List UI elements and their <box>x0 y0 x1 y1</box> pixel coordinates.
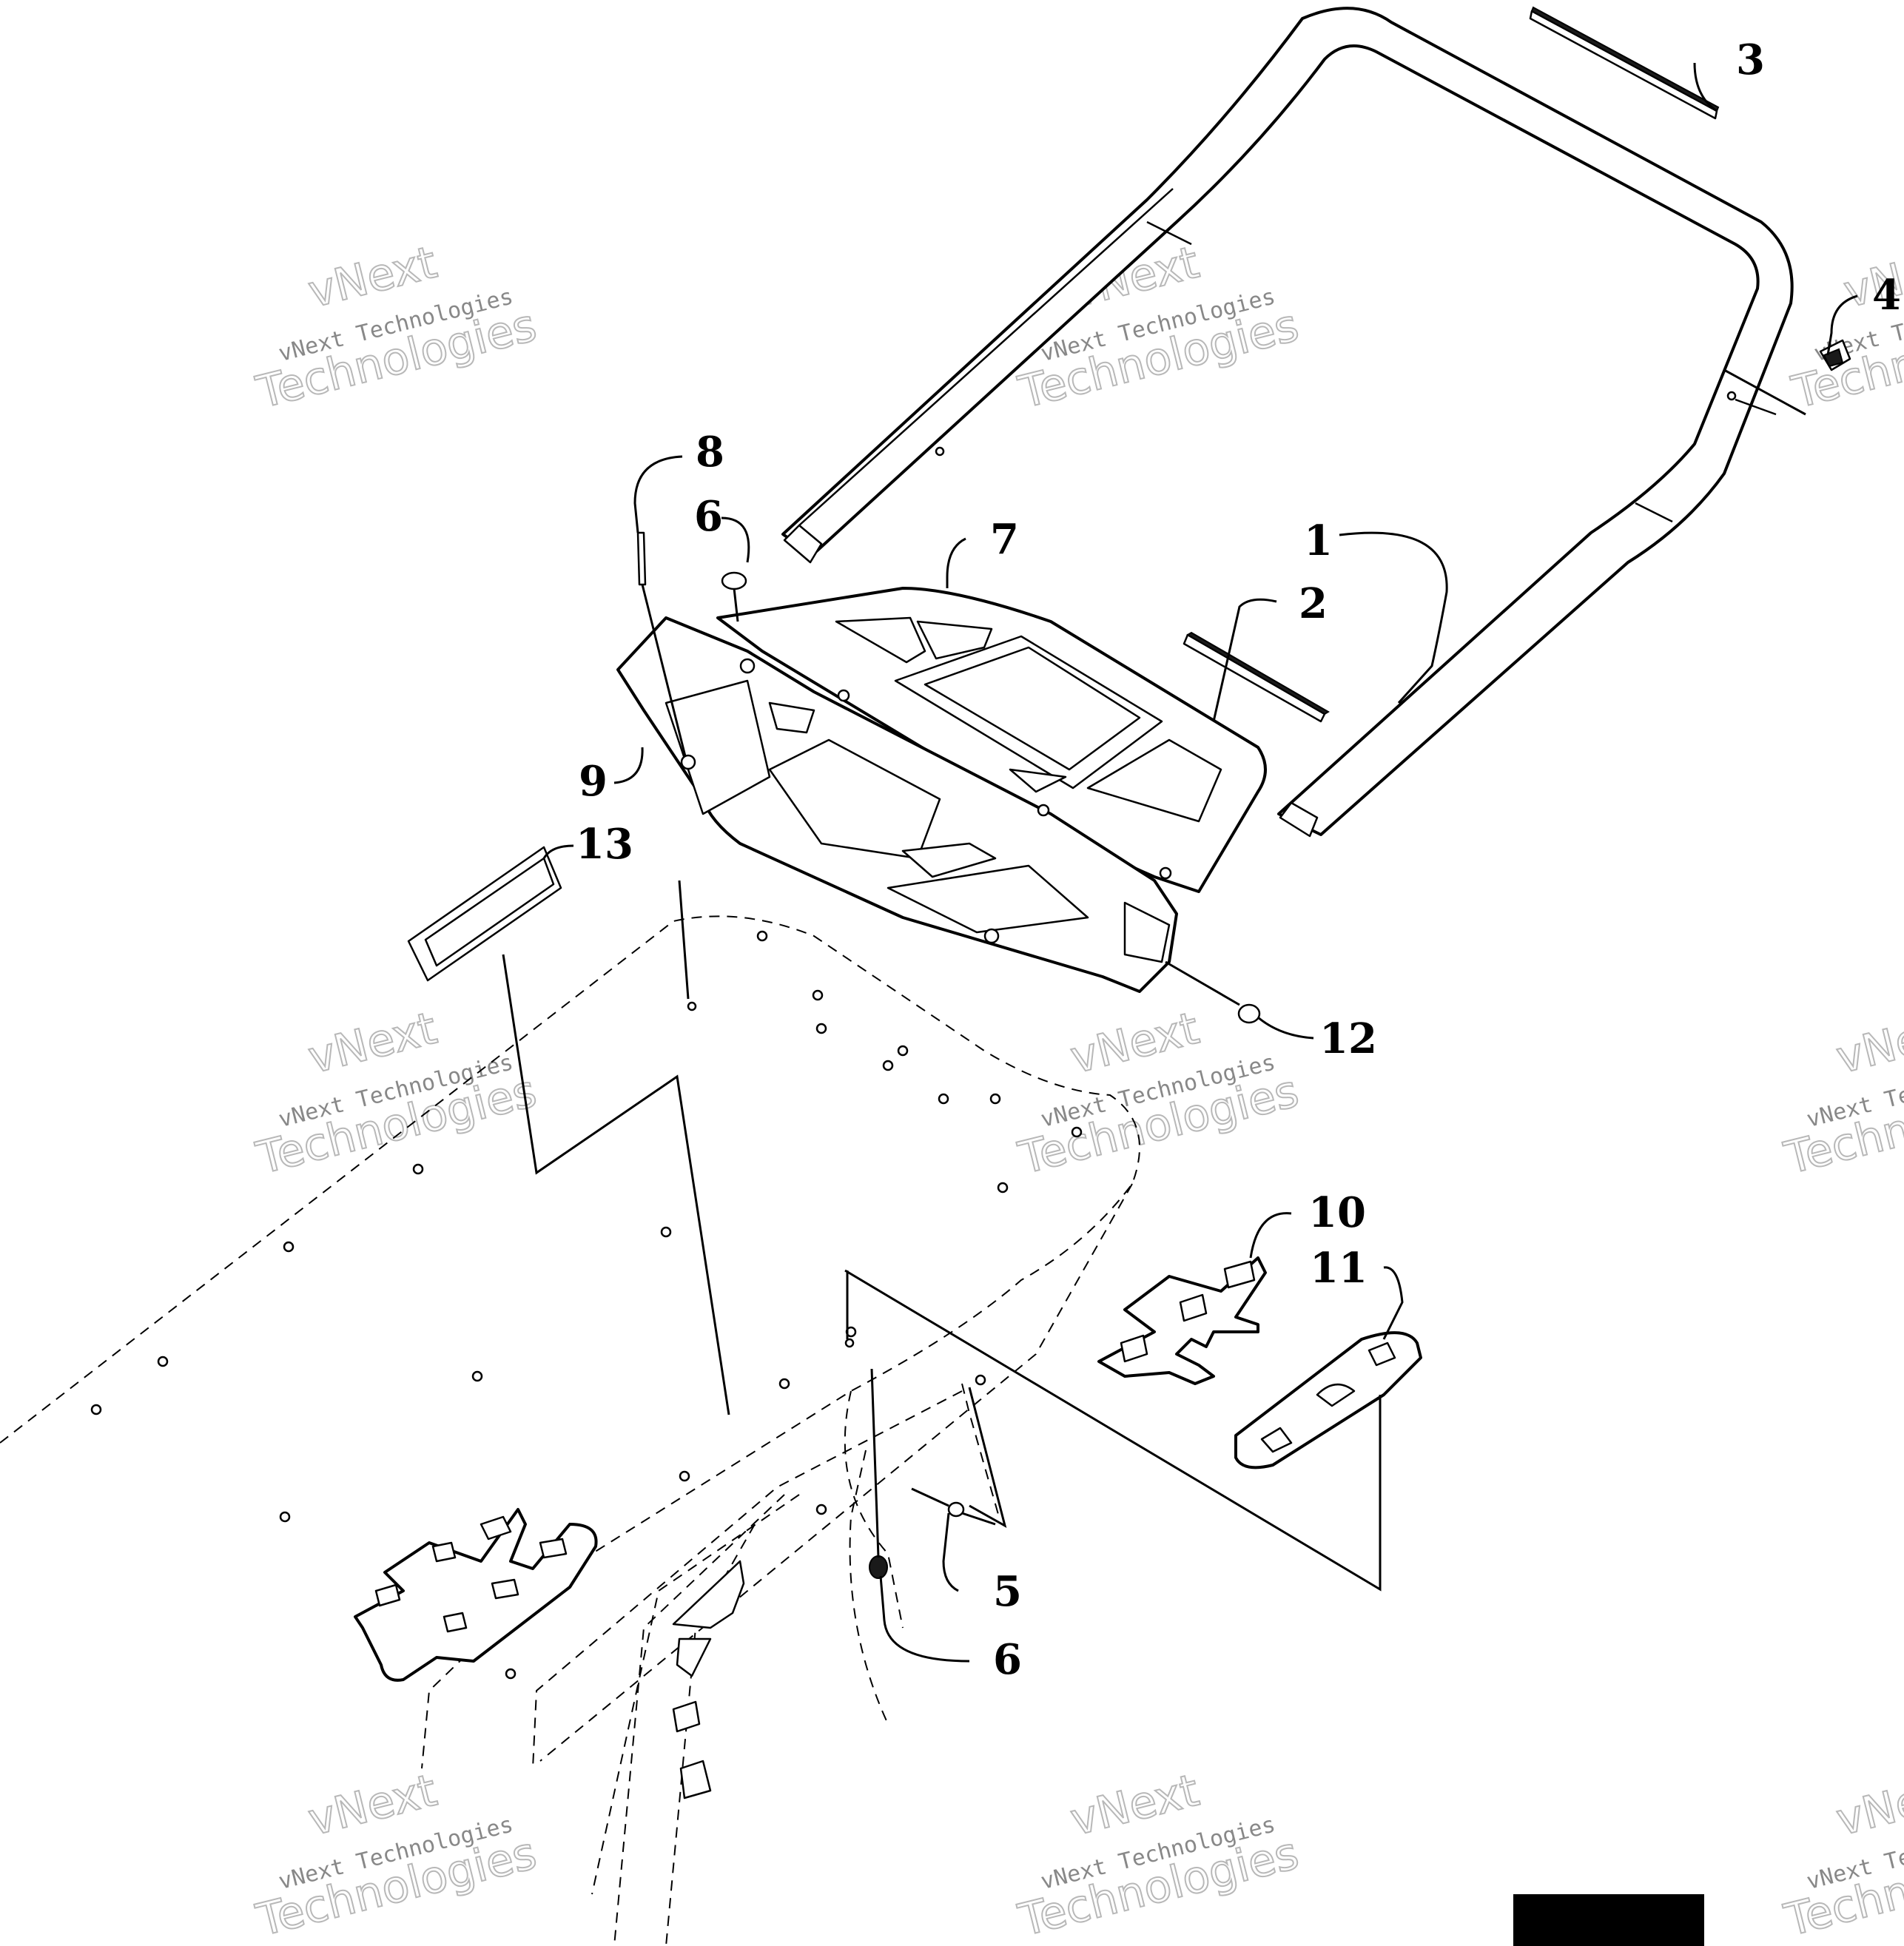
svg-text:Technologies: Technologies <box>1780 1065 1904 1185</box>
svg-text:Technologies: Technologies <box>1780 1828 1904 1946</box>
callout-6-upper: 6 <box>694 492 723 541</box>
part-6-screw-lower <box>869 1368 888 1579</box>
rear-bracket <box>672 1560 745 1799</box>
svg-text:vNext: vNext <box>1831 1765 1904 1846</box>
watermark-middle-right: vNext vNext Technologies Technologies <box>1779 1002 1904 1185</box>
part-12-screw <box>1165 960 1261 1024</box>
watermark-bottom-right: vNext vNext Technologies Technologies <box>1779 1764 1904 1946</box>
part-13-capacity-decal <box>407 846 562 982</box>
callout-5: 5 <box>993 1567 1022 1616</box>
installed-plate-and-pad <box>354 1508 598 1682</box>
watermark-middle-left: vNext vNext Technologies Technologies <box>251 1002 542 1185</box>
callout-6-lower: 6 <box>993 1635 1022 1684</box>
body-holes <box>90 930 1083 1680</box>
part-6-screw-upper <box>721 571 747 622</box>
part-7-rack <box>716 587 1267 893</box>
part-5-rivet <box>911 1487 996 1526</box>
part-2-decal <box>1183 631 1330 723</box>
watermark-top-left: vNext vNext Technologies Technologies <box>251 236 542 420</box>
callout-1: 1 <box>1304 516 1333 565</box>
callout-13: 13 <box>576 820 633 869</box>
part-3-decal-strip <box>1529 6 1720 120</box>
watermark-bottom-center: vNext vNext Technologies Technologies <box>1013 1764 1305 1946</box>
part-11-bumper-pad <box>1234 1331 1422 1469</box>
callout-3: 3 <box>1736 36 1765 84</box>
svg-text:vNext: vNext <box>1831 1003 1904 1084</box>
callout-8: 8 <box>696 428 724 477</box>
black-badge <box>1513 1894 1704 1946</box>
callout-12: 12 <box>1319 1014 1377 1063</box>
callout-2: 2 <box>1299 579 1328 628</box>
callout-leaders <box>542 62 1858 1663</box>
callout-7: 7 <box>990 515 1019 564</box>
assembly-lines <box>502 880 1382 1592</box>
watermark-bottom-left: vNext vNext Technologies Technologies <box>251 1764 542 1946</box>
machine-body-phantom-outline <box>0 915 1140 1946</box>
callout-10: 10 <box>1308 1188 1366 1237</box>
part-9-storage-tray <box>616 616 1178 993</box>
part-10-mounting-plate <box>1097 1256 1267 1385</box>
callout-9: 9 <box>579 757 608 806</box>
part-8-rivet-rod <box>636 531 687 757</box>
part-1-tube-frame <box>781 7 1794 838</box>
callout-11: 11 <box>1310 1244 1368 1293</box>
callout-4: 4 <box>1872 271 1901 320</box>
callout-numbers: 1 2 3 4 5 6 6 7 8 9 10 11 12 13 <box>576 36 1901 1684</box>
